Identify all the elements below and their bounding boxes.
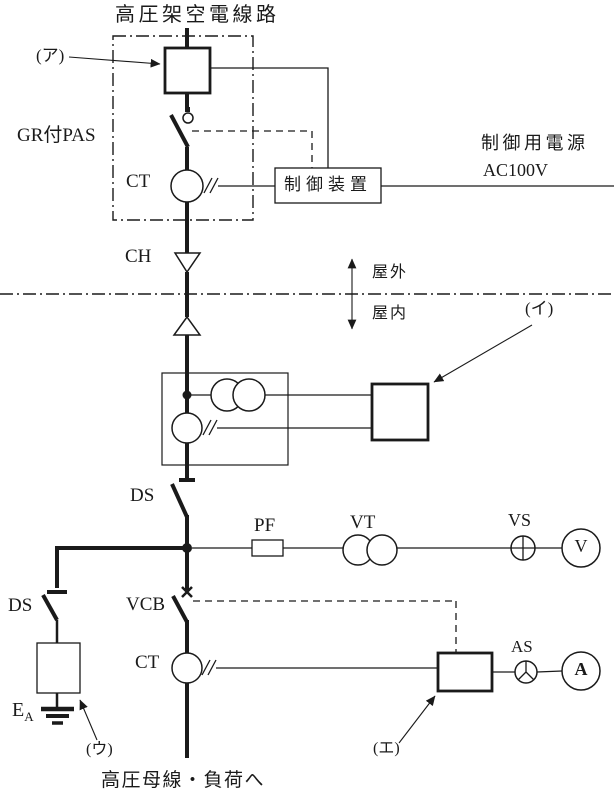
- as-label: AS: [511, 637, 533, 656]
- as-to-ammeter-wire: [536, 670, 563, 673]
- cable-head-outdoor-symbol: [173, 252, 202, 274]
- pas-control-wire: [210, 67, 329, 168]
- vcb-label: VCB: [126, 594, 166, 615]
- zct-symbol: [171, 412, 203, 444]
- outdoor-label: 屋外: [372, 264, 409, 281]
- earth-subscript: A: [24, 709, 34, 724]
- relay-box-symbol: [370, 382, 430, 442]
- vt-coil-right-symbol: [366, 534, 398, 566]
- pointer-label-u: (ウ): [86, 741, 113, 758]
- cable-head-label: CH: [125, 246, 152, 267]
- vcb-contact-cross: [181, 586, 193, 598]
- zpd-coil-right-symbol: [232, 378, 266, 412]
- ct-upper-symbol: [170, 169, 204, 203]
- metering-enclosure-border: [161, 372, 289, 466]
- pointer-label-a: (ア): [36, 46, 65, 65]
- ct-lower-secondary-slashes: [201, 659, 217, 676]
- pointer-label-i: (イ): [525, 299, 554, 318]
- pointer-label-e: (エ): [373, 740, 400, 757]
- vcb-blade-symbol: [171, 595, 189, 623]
- to-load-label: 高圧母線・負荷へ: [101, 770, 266, 791]
- vs-label: VS: [508, 510, 532, 530]
- vcb-trip-wire-dashed: [193, 600, 457, 652]
- voltmeter-letter: V: [574, 536, 588, 556]
- ct-lower-symbol: [171, 652, 203, 684]
- pas-switch-blade-symbol: [169, 114, 190, 148]
- earth-device-box: [36, 642, 81, 694]
- ct-lower-label: CT: [135, 652, 160, 673]
- ocr-relay-box-symbol: [436, 651, 494, 693]
- pas-control-wire-dashed: [192, 130, 313, 168]
- ct-upper-label: CT: [126, 171, 151, 192]
- ammeter-symbol: [561, 651, 601, 691]
- pointer-arrow-i: [433, 324, 533, 383]
- pointer-arrow-u: [79, 699, 98, 741]
- ds-earth-blade-symbol: [41, 594, 59, 621]
- pointer-arrow-a: [68, 56, 161, 68]
- gr-pas-label: GR付PAS: [17, 125, 96, 146]
- gr-pas-enclosure-border: [112, 35, 254, 221]
- control-device-label: 制御装置: [284, 175, 372, 194]
- vt-label: VT: [350, 512, 376, 533]
- pf-label: PF: [254, 515, 276, 536]
- incoming-line-label: 高圧架空電線路: [115, 4, 280, 26]
- pf-fuse-symbol: [251, 539, 284, 557]
- control-power-label-2: AC100V: [483, 160, 549, 180]
- cable-head-indoor-symbol: [172, 315, 202, 336]
- ds-earth-label: DS: [8, 595, 33, 616]
- ds-main-label: DS: [130, 485, 155, 506]
- pas-switch-box-symbol: [163, 46, 212, 95]
- voltmeter-symbol: [561, 528, 601, 568]
- vs-switch-cross: [511, 536, 535, 560]
- pointer-arrow-e: [398, 695, 436, 744]
- ct-upper-secondary-slashes: [203, 177, 219, 194]
- indoor-label: 屋内: [372, 305, 409, 322]
- control-power-label-1: 制御用電源: [481, 133, 589, 153]
- earth-branch-wire: [55, 546, 187, 588]
- earth-terminal-label: EA: [12, 699, 34, 724]
- zct-secondary-slashes: [202, 419, 218, 436]
- earth-letter: E: [12, 699, 25, 721]
- pas-switch-hinge-symbol: [182, 112, 194, 124]
- control-device-box: [274, 167, 382, 204]
- ds-main-blade-symbol: [170, 483, 189, 518]
- ammeter-letter: A: [574, 659, 588, 679]
- as-switch-spokes: [517, 661, 535, 681]
